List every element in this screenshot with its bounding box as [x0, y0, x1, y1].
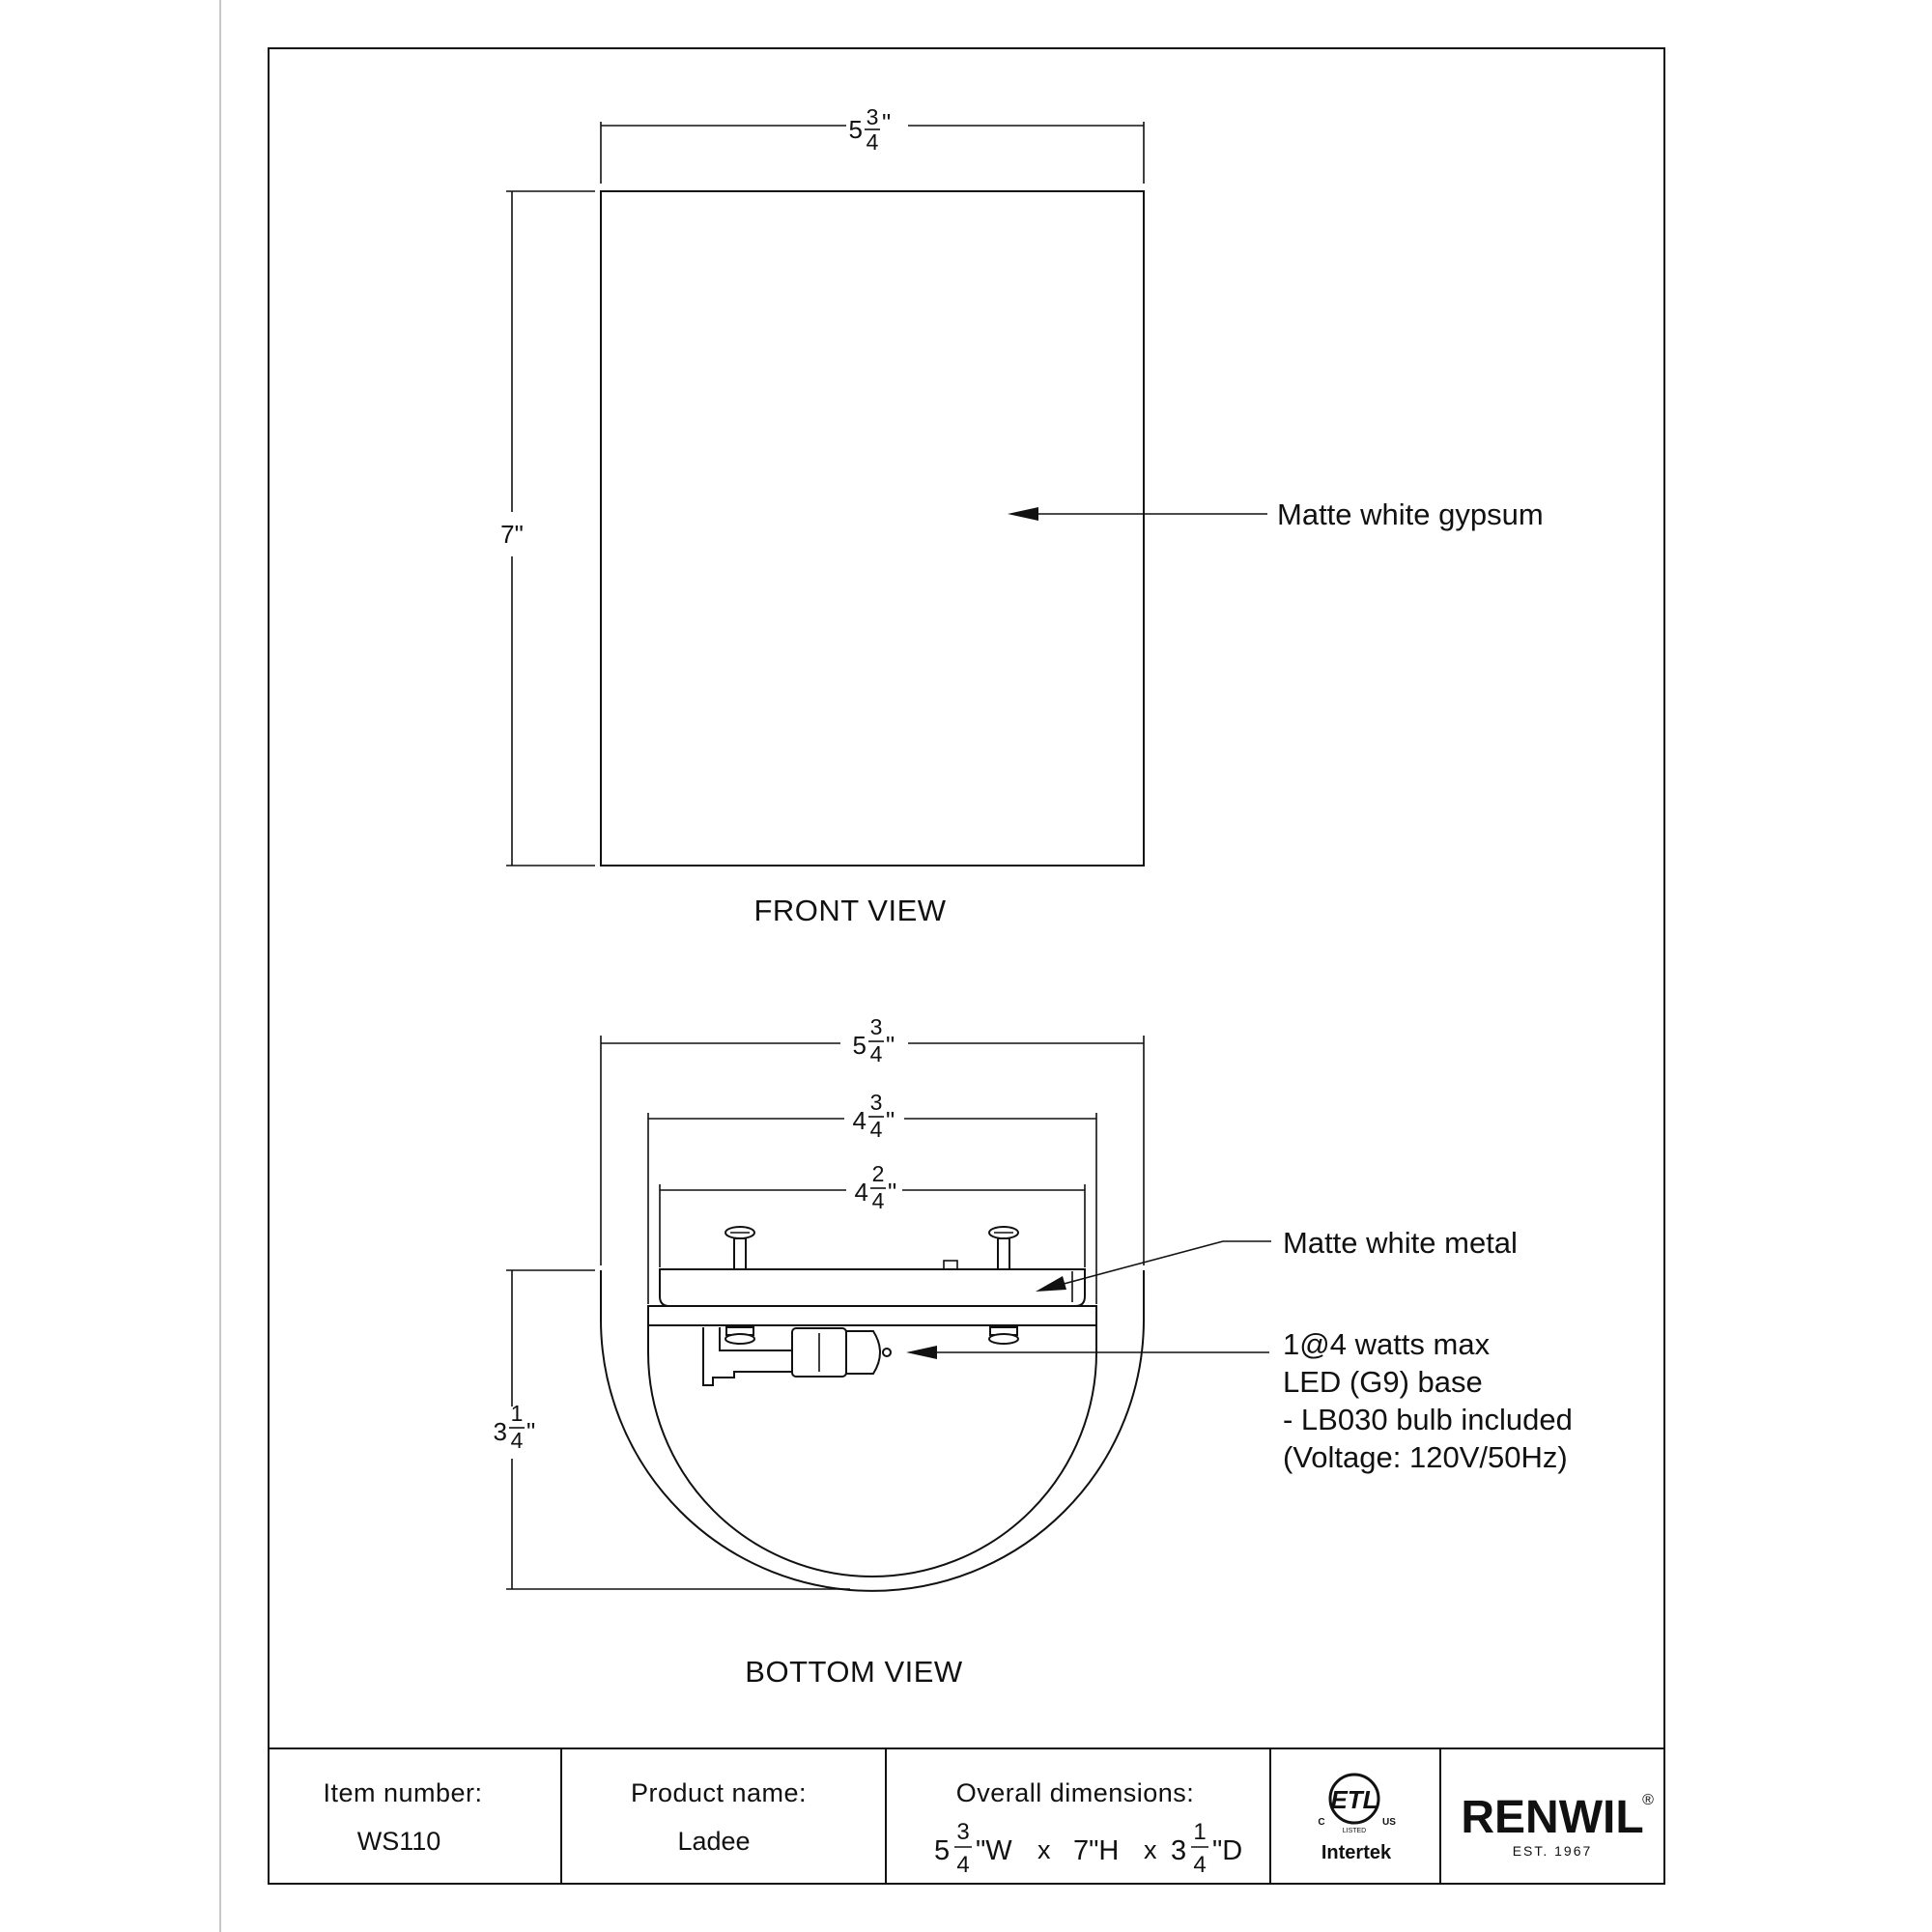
etl-listed-logo: ETL C US LISTED Intertek [1318, 1773, 1396, 1863]
front-view: 5 3 4 " 7" Matte white gypsum FRONT VIEW [500, 104, 1544, 927]
front-width-denominator: 4 [867, 129, 879, 155]
bottom-outer-width-whole: 5 [853, 1031, 867, 1060]
title-block: Item number: WS110 Product name: Ladee O… [269, 1747, 1664, 1884]
top-screw-left [724, 1226, 755, 1270]
shade-outer-profile [600, 1270, 1145, 1592]
bottom-outer-width-dimension: 5 3 4 " [600, 1014, 1145, 1265]
renwil-established: EST. 1967 [1513, 1843, 1593, 1859]
front-width-dimension: 5 3 4 " [600, 104, 1145, 184]
overall-depth-suffix: "D [1212, 1835, 1242, 1866]
metal-callout-text: Matte white metal [1283, 1226, 1518, 1260]
front-view-shade-outline [600, 190, 1145, 867]
overall-depth-numerator: 1 [1193, 1819, 1206, 1845]
mounting-plate [647, 1305, 1097, 1326]
overall-dimensions-label: Overall dimensions: [956, 1778, 1195, 1807]
front-width-whole: 5 [849, 115, 863, 144]
overall-width-whole: 5 [934, 1835, 950, 1866]
bottom-mid-width-denominator: 4 [870, 1117, 883, 1142]
top-screw-right [988, 1226, 1019, 1270]
product-name-value: Ladee [677, 1827, 750, 1856]
overall-width-numerator: 3 [956, 1819, 969, 1845]
item-number-value: WS110 [357, 1827, 441, 1856]
renwil-logo: RENWIL ® EST. 1967 [1461, 1792, 1654, 1859]
canopy-backplate [659, 1268, 1086, 1307]
bottom-depth-numerator: 1 [511, 1401, 524, 1426]
metal-arrowhead [1036, 1276, 1066, 1292]
bottom-inner-width-whole: 4 [855, 1178, 868, 1207]
item-number-label: Item number: [323, 1778, 482, 1807]
bulb-callout-line-1: 1@4 watts max [1283, 1327, 1491, 1361]
bottom-inner-width-unit: " [888, 1178, 896, 1207]
bottom-view-title: BOTTOM VIEW [745, 1655, 963, 1689]
etl-listed: LISTED [1343, 1828, 1367, 1834]
renwil-registered-mark: ® [1642, 1792, 1654, 1808]
bulb-callout-line-3: - LB030 bulb included [1283, 1403, 1573, 1436]
renwil-wordmark: RENWIL [1461, 1792, 1643, 1843]
bottom-nut-left [724, 1326, 755, 1345]
bottom-outer-width-unit: " [886, 1031, 895, 1060]
overall-depth-whole: 3 [1171, 1835, 1186, 1866]
bottom-depth-whole: 3 [494, 1417, 507, 1446]
bottom-nut-right [988, 1326, 1019, 1345]
front-view-title: FRONT VIEW [753, 894, 946, 927]
front-width-unit: " [882, 108, 891, 137]
bottom-outer-width-numerator: 3 [870, 1014, 883, 1039]
bottom-mid-width-whole: 4 [853, 1106, 867, 1135]
overall-dimensions-value: 5 3 4 "W x 7"H x 3 1 4 "D [934, 1819, 1242, 1878]
gypsum-arrowhead [1008, 507, 1038, 521]
shade-inner-profile [647, 1325, 1097, 1577]
front-height-label: 7" [500, 520, 524, 549]
front-height-dimension: 7" [500, 190, 595, 867]
bottom-depth-unit: " [526, 1417, 535, 1446]
bottom-outer-width-denominator: 4 [870, 1041, 883, 1066]
gypsum-callout-text: Matte white gypsum [1277, 497, 1544, 531]
bottom-inner-width-denominator: 4 [872, 1188, 885, 1213]
bottom-depth-denominator: 4 [511, 1428, 524, 1453]
bottom-view: 5 3 4 " 4 3 4 " 4 2 4 " [494, 1014, 1573, 1689]
bottom-mid-width-dimension: 4 3 4 " [647, 1090, 1097, 1304]
bottom-depth-dimension: 3 1 4 " [494, 1269, 850, 1590]
gypsum-callout: Matte white gypsum [1008, 497, 1544, 531]
etl-c: C [1318, 1817, 1324, 1828]
overall-width-denominator: 4 [956, 1852, 969, 1878]
etl-us: US [1382, 1817, 1396, 1828]
front-width-numerator: 3 [867, 104, 879, 129]
bottom-inner-width-dimension: 4 2 4 " [659, 1161, 1086, 1267]
canopy-tab [943, 1260, 958, 1270]
etl-mark: ETL [1330, 1785, 1378, 1814]
g9-bulb [791, 1327, 892, 1378]
bulb-callout-line-2: LED (G9) base [1283, 1365, 1483, 1399]
bulb-callout-line-4: (Voltage: 120V/50Hz) [1283, 1440, 1568, 1474]
overall-depth-denominator: 4 [1193, 1852, 1206, 1878]
intertek-text: Intertek [1321, 1842, 1392, 1863]
bulb-arrowhead [906, 1346, 937, 1359]
bulb-callout-leader [906, 1346, 1269, 1359]
product-name-label: Product name: [631, 1778, 807, 1807]
metal-callout-leader [1036, 1240, 1271, 1292]
bottom-mid-width-unit: " [886, 1106, 895, 1135]
drawing-border [268, 47, 1665, 1885]
bottom-inner-width-numerator: 2 [872, 1161, 885, 1186]
bottom-mid-width-numerator: 3 [870, 1090, 883, 1115]
overall-height: 7"H [1073, 1835, 1119, 1866]
socket-bracket [702, 1327, 793, 1386]
overall-separator-1: x [1037, 1835, 1051, 1864]
overall-width-suffix: "W [976, 1835, 1012, 1866]
overall-separator-2: x [1144, 1835, 1157, 1864]
